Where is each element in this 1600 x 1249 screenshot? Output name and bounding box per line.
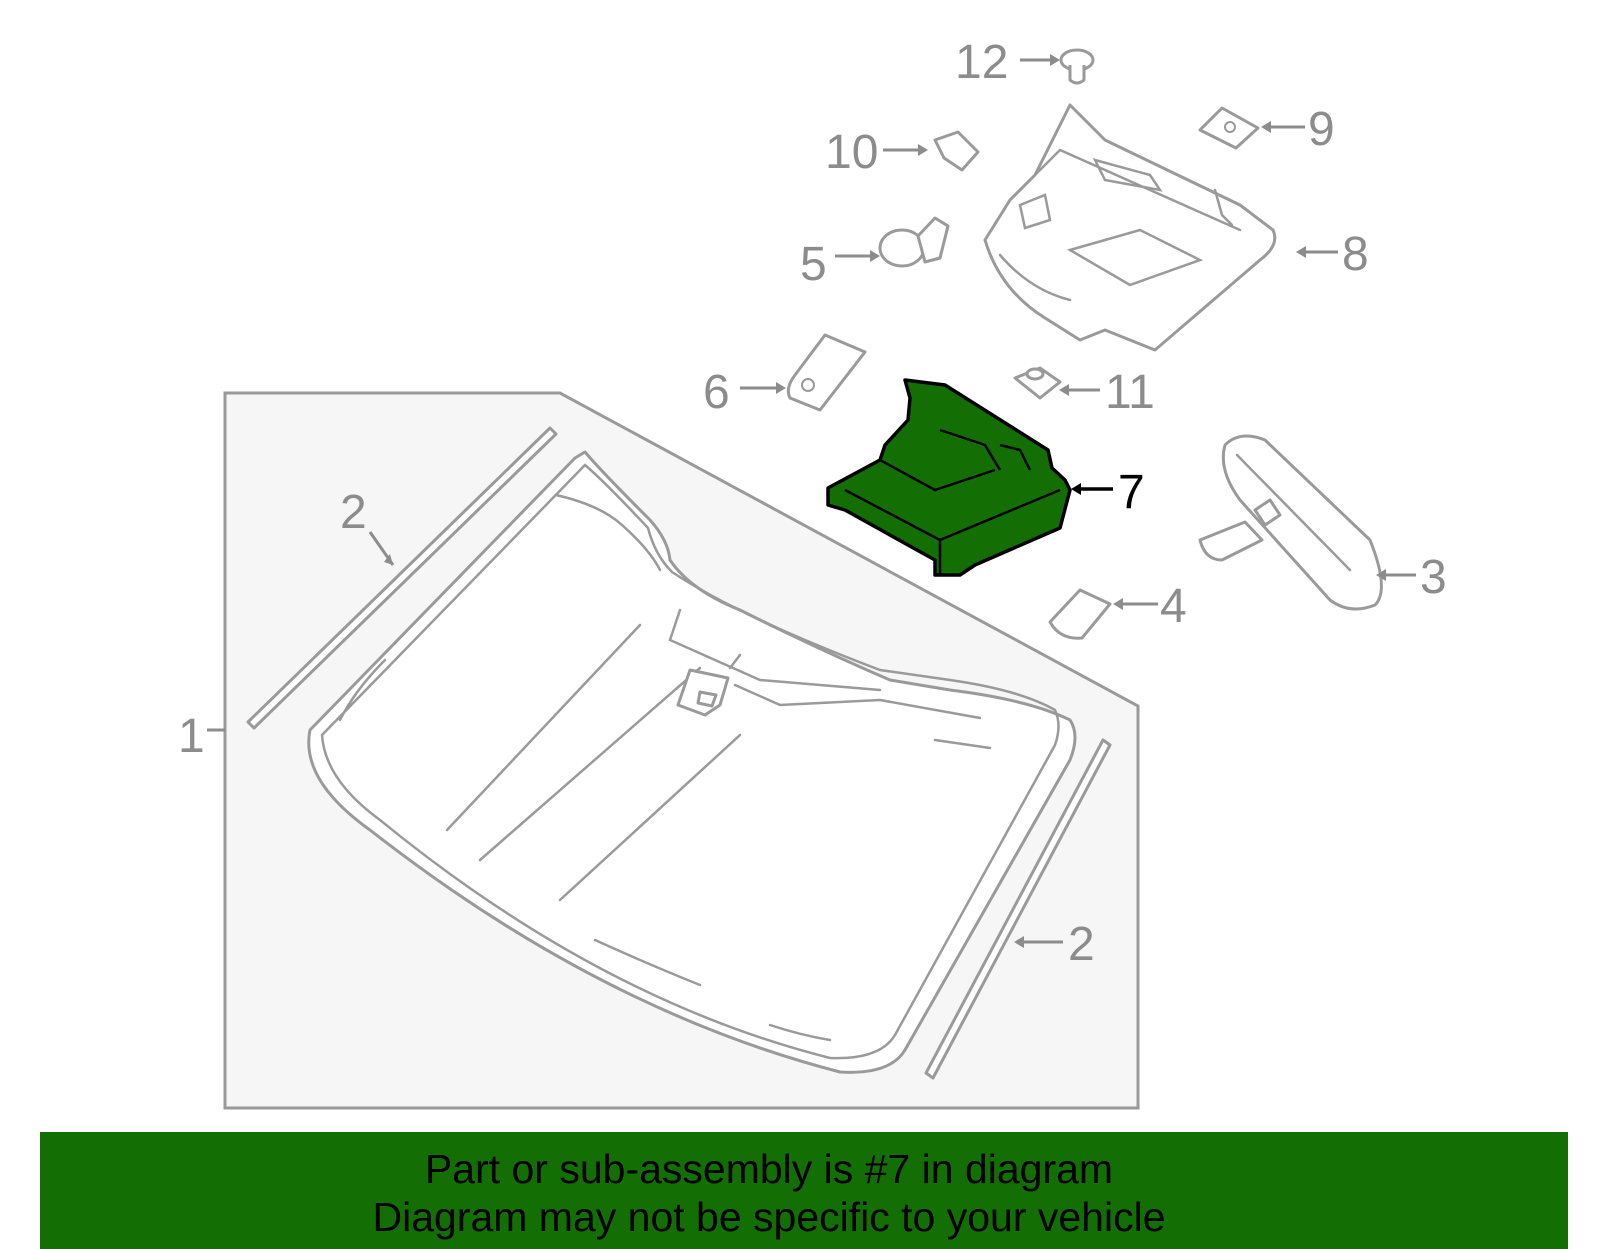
left-molding-strip — [246, 426, 558, 730]
callout-8: 8 — [1342, 228, 1369, 281]
callout-3: 3 — [1420, 551, 1447, 604]
bracket-part-9 — [1198, 106, 1260, 150]
pin-part-12 — [1059, 48, 1095, 85]
footer-banner: Part or sub-assembly is #7 in diagram Di… — [40, 1132, 1568, 1249]
right-molding-strip — [924, 738, 1112, 1080]
callout-12: 12 — [955, 36, 1008, 89]
mirror-part-3 — [1198, 434, 1383, 611]
plate-part-6 — [786, 333, 867, 412]
windshield-glass — [307, 450, 1077, 1074]
callout-7: 7 — [1118, 466, 1145, 519]
nut-part-11 — [1013, 366, 1062, 400]
leader-lines — [207, 54, 1416, 948]
callout-9: 9 — [1308, 103, 1335, 156]
callout-2-right: 2 — [1068, 918, 1095, 971]
callout-2-left: 2 — [340, 486, 367, 539]
callout-5: 5 — [800, 238, 827, 291]
callout-11: 11 — [1105, 366, 1155, 419]
lamp-part-5 — [878, 216, 950, 268]
callout-10: 10 — [825, 126, 878, 179]
callout-1: 1 — [178, 710, 205, 763]
clip-part-10 — [933, 130, 980, 172]
callout-4: 4 — [1160, 580, 1187, 633]
pad-part-4 — [1048, 588, 1112, 640]
module-part-7 — [826, 378, 1072, 577]
banner-line-2: Diagram may not be specific to your vehi… — [372, 1194, 1166, 1240]
banner-line-1: Part or sub-assembly is #7 in diagram — [424, 1146, 1114, 1192]
callout-6: 6 — [703, 366, 730, 419]
overhead-console-part-8 — [983, 103, 1277, 352]
